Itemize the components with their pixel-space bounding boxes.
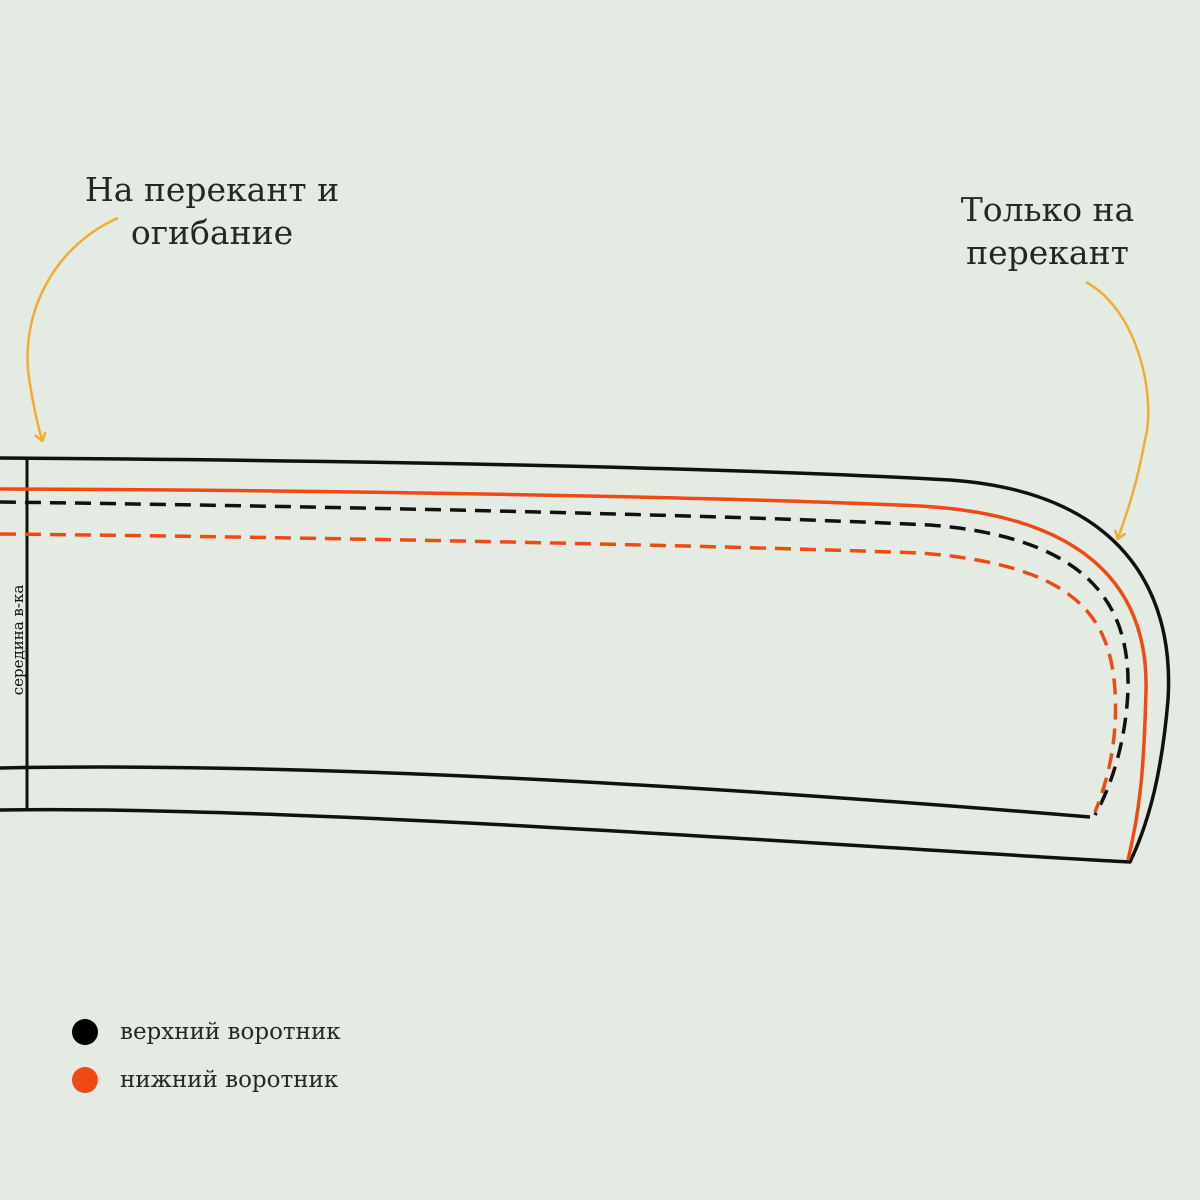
left-arrow [26,216,119,440]
upper-collar-seam-line [0,500,1130,816]
legend: верхний воротник нижний воротник [72,1008,341,1104]
callout-left-line1: На перекант и [84,170,340,209]
callout-left: На перекант и огибание [62,168,362,254]
callout-right-line1: Только на [960,190,1135,229]
lower-collar-edge-line [0,487,1148,861]
callout-right-line2: перекант [966,233,1129,272]
legend-item-lower-collar: нижний воротник [72,1056,341,1104]
legend-item-upper-collar: верхний воротник [72,1008,341,1056]
callout-left-line2: огибание [130,213,294,252]
callout-right: Только на перекант [920,188,1175,274]
collar-outer-contour [0,456,1171,864]
legend-dot-icon [72,1019,98,1045]
center-back-label: середина в-ка [9,584,27,696]
legend-label: нижний воротник [120,1067,339,1093]
collar-stand-line [0,765,1091,819]
right-arrow [1085,280,1150,538]
legend-dot-icon [72,1067,98,1093]
lower-collar-seam-line [0,532,1118,813]
legend-label: верхний воротник [120,1019,341,1045]
